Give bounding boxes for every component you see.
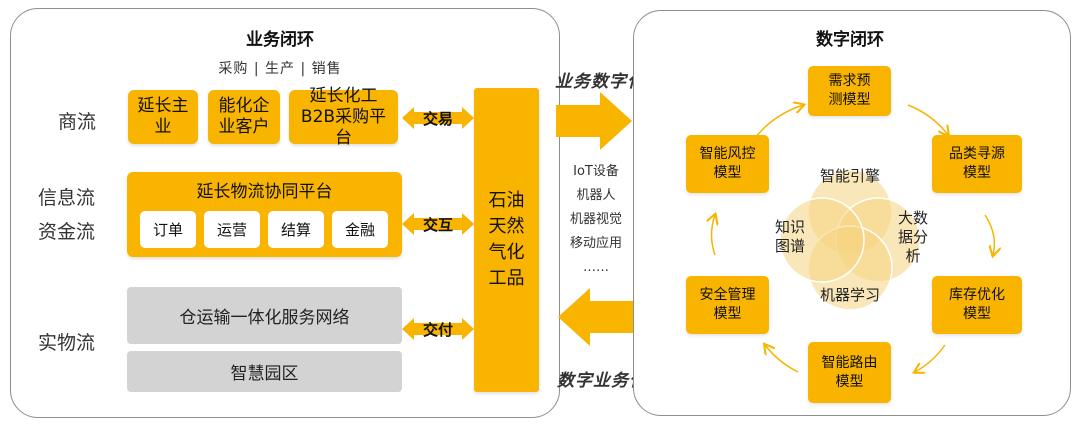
platform-item-settlement: 结算 [268,211,324,248]
interact-arrow-label: 交互 [422,215,453,234]
business-loop-title: 业务闭环 [246,29,314,50]
model-safety-management: 安全管理模型 [686,276,769,334]
core-knowledge-graph: 知识图谱 [774,218,805,255]
left-big-arrow [558,288,634,346]
core-smart-engine: 智能引擎 [819,166,880,185]
trade-double-arrow [402,107,474,129]
deliver-double-arrow [402,318,474,340]
model-demand-forecast: 需求预测模型 [808,66,891,116]
row-label-physical: 实物流 [38,332,96,354]
commerce-box-energy-clients: 能化企业客户 [208,90,280,144]
platform-item-finance: 金融 [332,211,388,248]
platform-item-order: 订单 [140,211,196,248]
commerce-box-b2b-platform: 延长化工B2B采购平台 [289,86,398,148]
cycle-arrows [633,10,1069,414]
right-big-arrow [556,92,632,150]
row-label-capital: 资金流 [38,221,96,243]
tech-item-iot: IoT设备 [573,164,619,179]
commerce-box-yanchang-main: 延长主业 [128,90,198,144]
tech-item-robot: 机器人 [576,188,616,203]
model-risk-control: 智能风控模型 [686,135,769,193]
digital-businessization-label: 数字业务化 [557,371,647,391]
row-label-commerce: 商流 [58,111,97,133]
smart-park: 智慧园区 [127,351,402,392]
trade-arrow-label: 交易 [422,109,453,128]
model-category-sourcing: 品类寻源模型 [932,135,1022,193]
tech-item-vision: 机器视觉 [569,212,622,227]
digital-loop-title: 数字闭环 [816,29,884,50]
tech-item-more: …… [583,260,609,275]
warehouse-transport-network: 仓运输一体化服务网络 [127,287,402,344]
model-inventory-optimization: 库存优化模型 [932,276,1022,334]
logistics-platform-title: 延长物流协同平台 [196,181,333,202]
core-big-data: 大数据分析 [897,208,928,265]
core-circles [779,169,921,311]
business-loop-subtitle: 采购 | 生产 | 销售 [218,61,342,77]
business-digitalization-label: 业务数字化 [555,72,645,92]
circle-knowledge-graph [779,197,865,283]
deliver-arrow-label: 交付 [422,320,453,339]
core-machine-learning: 机器学习 [819,285,880,304]
platform-item-operation: 运营 [204,211,260,248]
model-smart-routing: 智能路由模型 [808,342,891,403]
row-label-info: 信息流 [38,187,96,209]
tech-item-mobile: 移动应用 [569,236,622,251]
interact-double-arrow [402,213,474,235]
product-column: 石油天然气化工品 [474,88,539,392]
tech-list: IoT设备 机器人 机器视觉 移动应用 …… [556,160,636,280]
